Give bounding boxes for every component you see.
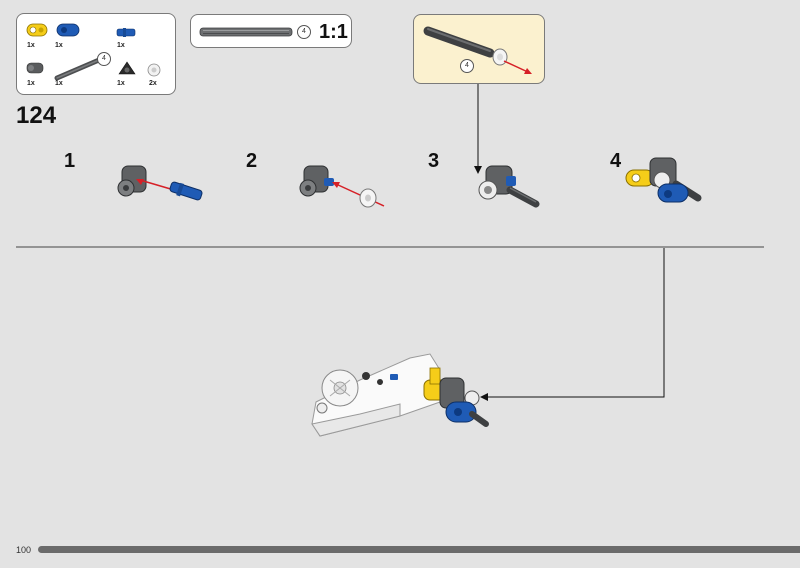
black-connector-icon: [118, 61, 136, 75]
part-qty: 1x: [27, 80, 35, 87]
substep-2-illustration: [299, 165, 385, 208]
parts-list: 1x 1x 1x 1x 4 1x 1x 2x: [16, 13, 176, 95]
substep-1-illustration: [117, 165, 203, 201]
subassembly-callout: 4: [413, 14, 545, 84]
substep-4: 4: [610, 150, 622, 172]
substep-3: 3: [428, 150, 440, 172]
step-number: 124: [16, 102, 57, 129]
part-qty: 1x: [55, 80, 63, 87]
white-bush-icon: [147, 63, 161, 77]
substep-2: 2: [246, 150, 258, 172]
dark-grey-bush-icon: [26, 62, 44, 74]
blue-connector-icon: [56, 23, 80, 37]
part-qty: 1x: [117, 42, 125, 49]
progress-bar: [38, 546, 800, 553]
main-assembly-illustration: [311, 353, 489, 437]
axle-scale-icon: [199, 27, 293, 37]
axle-length-badge: 4: [297, 25, 311, 39]
page-number: 100: [16, 545, 32, 555]
blue-pin-icon: [116, 28, 136, 37]
part-qty: 2x: [149, 80, 157, 87]
part-qty: 1x: [117, 80, 125, 87]
axle-icon: [54, 57, 102, 81]
axle-scale-callout: 4 1:1: [190, 14, 352, 48]
yellow-connector-icon: [26, 23, 48, 37]
substep-1: 1: [64, 150, 76, 172]
axle-length-badge: 4: [460, 59, 474, 73]
scale-label: 1:1: [319, 21, 348, 43]
part-qty: 1x: [27, 42, 35, 49]
substep-3-illustration: [478, 165, 540, 208]
axle-length-badge: 4: [97, 52, 111, 66]
axle-insert-illustration: [423, 26, 532, 74]
substep-4-illustration: [625, 157, 702, 203]
part-qty: 1x: [55, 42, 63, 49]
